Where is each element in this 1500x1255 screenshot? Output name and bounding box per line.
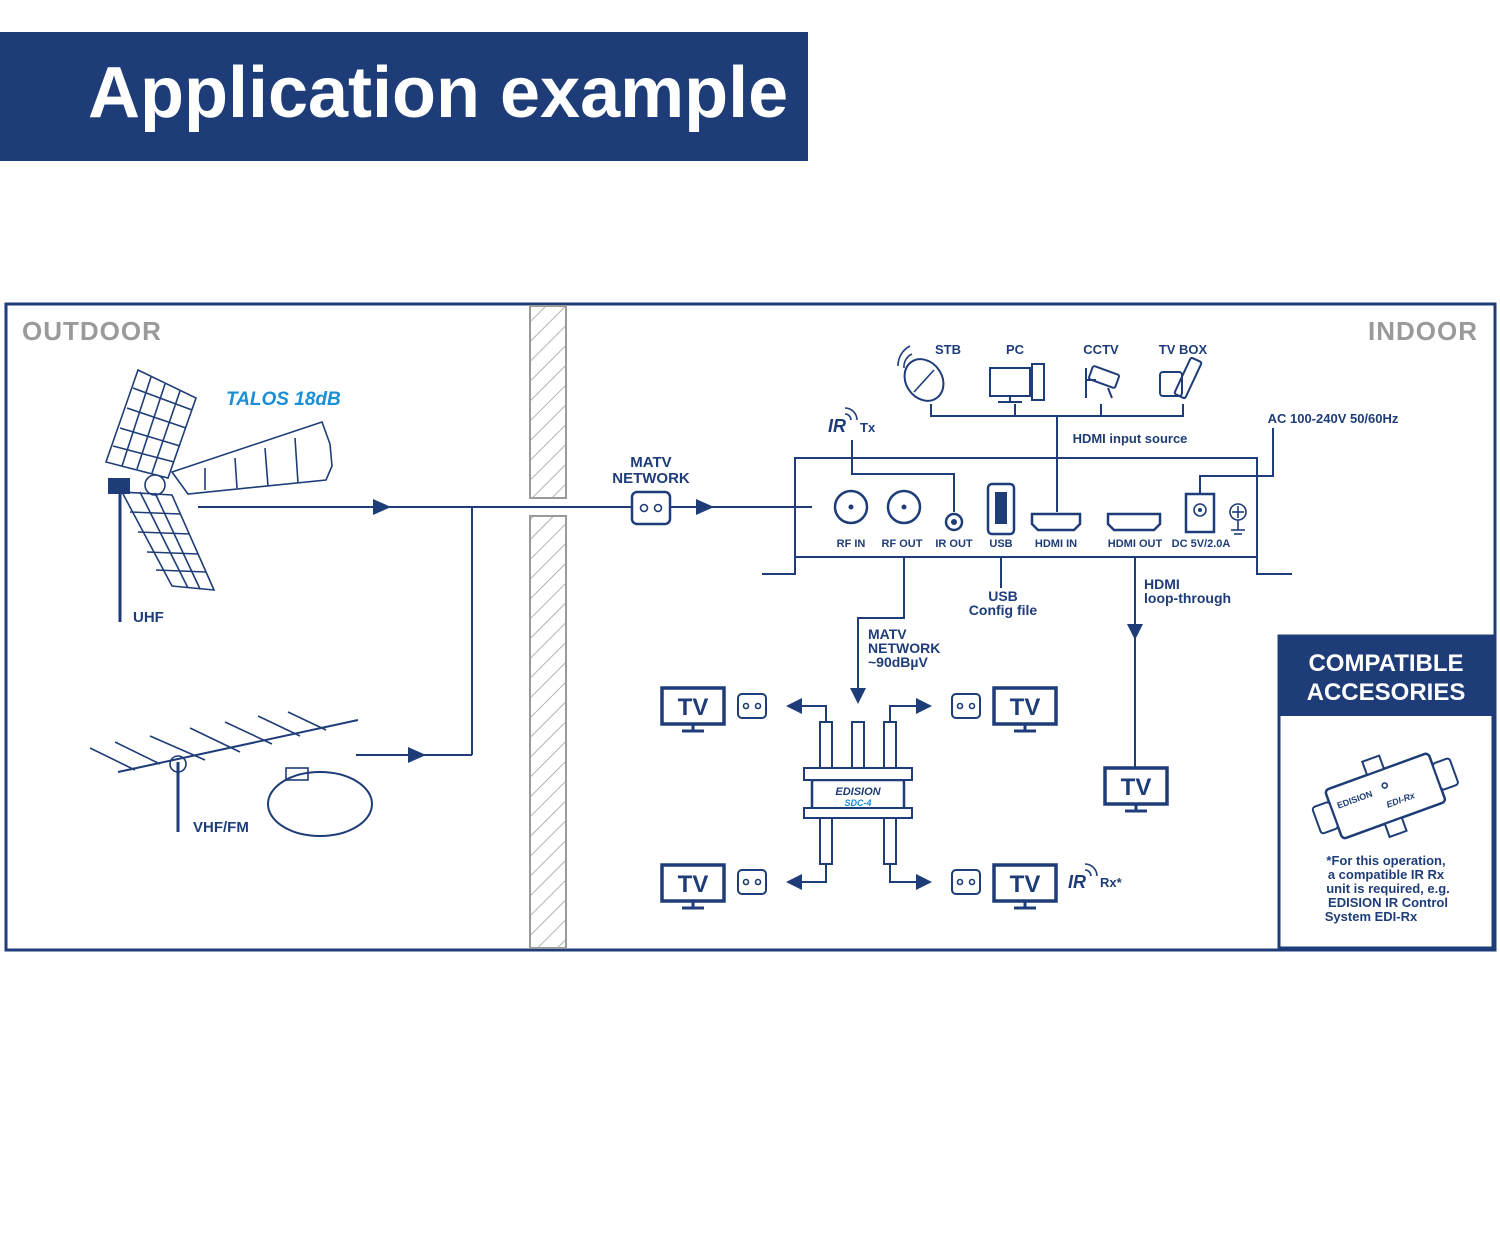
- uhf-antenna-icon: [104, 368, 333, 622]
- tv-label: TV: [678, 871, 709, 898]
- rf-out-line: [857, 557, 905, 700]
- header-banner: Application example: [0, 32, 808, 161]
- diagram-frame: [4, 302, 1497, 952]
- tv-box-icon: [1159, 356, 1203, 400]
- uhf-label: UHF: [133, 609, 164, 626]
- modulator-device: [762, 457, 1292, 575]
- ir-rx-label: Rx*: [1100, 875, 1123, 890]
- wall: [529, 305, 567, 949]
- source-stb: STB: [935, 342, 961, 357]
- matv-bottom-line2: NETWORK: [868, 640, 940, 656]
- power-line: [1199, 428, 1274, 494]
- ir-tx-logo: IR: [828, 416, 846, 436]
- brand-label: TALOS 18dB: [226, 389, 341, 410]
- usb-note-line2: Config file: [969, 602, 1038, 618]
- ir-tx-label: Tx: [860, 420, 876, 435]
- accessories-note-line2: a compatible IR Rx: [1328, 867, 1445, 882]
- source-cctv: CCTV: [1083, 342, 1119, 357]
- pc-icon: [989, 363, 1045, 403]
- vhf-label: VHF/FM: [193, 819, 249, 836]
- port-label-usb: USB: [989, 538, 1012, 550]
- accessories-title-line2: ACCESORIES: [1307, 679, 1466, 706]
- splitter-model: SDC-4: [844, 798, 871, 808]
- accessories-note-line4: EDISION IR Control: [1328, 895, 1448, 910]
- tv-icon: TV: [660, 686, 726, 733]
- source-tv-box: TV BOX: [1159, 342, 1208, 357]
- tv-label: TV: [1121, 774, 1152, 801]
- page-title: Application example: [88, 53, 789, 133]
- power-label: AC 100-240V 50/60Hz: [1268, 411, 1399, 426]
- indoor-label: INDOOR: [1368, 316, 1478, 346]
- stb-dish-icon: [897, 345, 945, 402]
- accessories-title-line1: COMPATIBLE: [1308, 650, 1463, 677]
- port-label-rf-out: RF OUT: [882, 538, 923, 550]
- hdmi-note-line2: loop-through: [1144, 590, 1231, 606]
- matv-bottom-line3: ~90dBµV: [868, 654, 928, 670]
- port-label-ir-out: IR OUT: [935, 538, 973, 550]
- matv-wall-socket: [630, 490, 672, 526]
- ir-rx-logo: IR: [1068, 872, 1086, 892]
- port-label-rf-in: RF IN: [837, 538, 866, 550]
- tv-icon: TV: [660, 863, 726, 910]
- accessories-note-line1: *For this operation,: [1326, 853, 1445, 868]
- ir-waves-icon: [844, 407, 858, 421]
- source-pc: PC: [1006, 342, 1025, 357]
- tv-label: TV: [678, 694, 709, 721]
- tv-icon: TV: [1103, 766, 1169, 813]
- tv-label: TV: [1010, 871, 1041, 898]
- splitter-device: [803, 721, 913, 865]
- accessories-note-line5: System EDI-Rx: [1325, 909, 1418, 924]
- ground-icon: [1229, 503, 1247, 535]
- dc-port-icon: [1184, 492, 1216, 534]
- usb-note-line1: USB: [988, 588, 1018, 604]
- hdmi-in-port-icon: [1030, 512, 1082, 532]
- tv-socket-icons: [737, 693, 981, 895]
- port-label-hdmi-in: HDMI IN: [1035, 538, 1077, 550]
- source-bus-lines: [930, 404, 1184, 512]
- port-label-hdmi-out: HDMI OUT: [1108, 538, 1163, 550]
- edi-rx-device-icon: EDISION EDI-Rx: [1311, 752, 1459, 840]
- accessories-note-line3: unit is required, e.g.: [1326, 881, 1450, 896]
- vhf-antenna-icon: [89, 711, 373, 837]
- splitter-branches: [786, 698, 932, 890]
- ir-rx-waves-icon: [1084, 863, 1098, 877]
- matv-network-top-line1: MATV: [630, 454, 671, 471]
- tv-label: TV: [1010, 694, 1041, 721]
- splitter-brand: EDISION: [835, 786, 881, 798]
- outdoor-label: OUTDOOR: [22, 316, 162, 346]
- tv-icon: TV: [992, 686, 1058, 733]
- antenna-feed-lines: [198, 499, 812, 763]
- port-label-dc: DC 5V/2.0A: [1172, 538, 1231, 550]
- hdmi-note-line1: HDMI: [1144, 576, 1180, 592]
- hdmi-out-port-icon: [1106, 512, 1162, 532]
- matv-network-top-line2: NETWORK: [612, 470, 690, 487]
- matv-bottom-line1: MATV: [868, 626, 907, 642]
- hdmi-input-source-label: HDMI input source: [1073, 431, 1188, 446]
- cctv-icon: [1085, 365, 1120, 399]
- tv-icon: TV: [992, 863, 1058, 910]
